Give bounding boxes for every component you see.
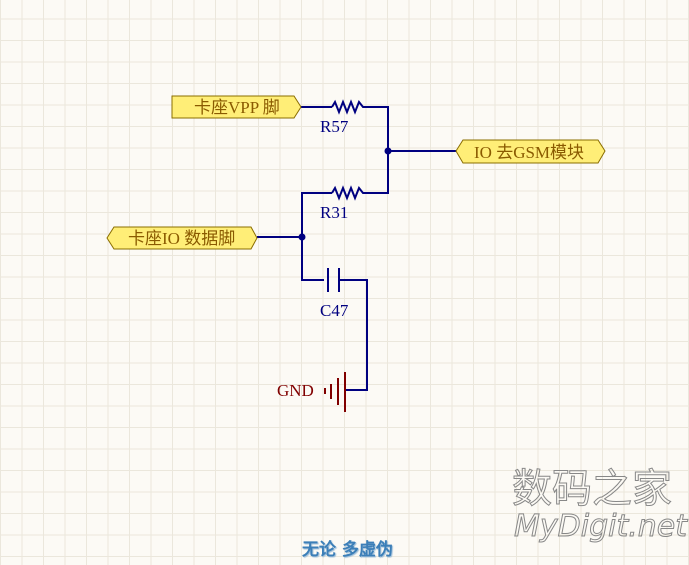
port-io[interactable] <box>106 226 258 250</box>
port-io-label: 卡座IO 数据脚 <box>128 229 235 248</box>
resistor-r31[interactable] <box>331 185 366 201</box>
gnd-icon <box>324 372 346 412</box>
wire-cap-gnd <box>339 279 368 391</box>
r31-label: R31 <box>320 203 348 222</box>
port-vpp-label: 卡座VPP 脚 <box>194 98 280 117</box>
port-gsm[interactable] <box>455 139 606 164</box>
junction-dot <box>298 233 306 241</box>
watermark-en: MyDigit.net <box>514 509 688 544</box>
port-vpp[interactable] <box>171 95 302 119</box>
caption-text: 无论 多虚伪 <box>302 540 393 560</box>
gnd-label: GND <box>277 381 314 400</box>
junction-dot <box>384 147 392 155</box>
resistor-r57[interactable] <box>331 99 366 115</box>
watermark-cn: 数码之家 <box>512 466 672 512</box>
c47-label: C47 <box>320 301 349 320</box>
port-gsm-label: IO 去GSM模块 <box>474 143 584 162</box>
r57-label: R57 <box>320 117 349 136</box>
